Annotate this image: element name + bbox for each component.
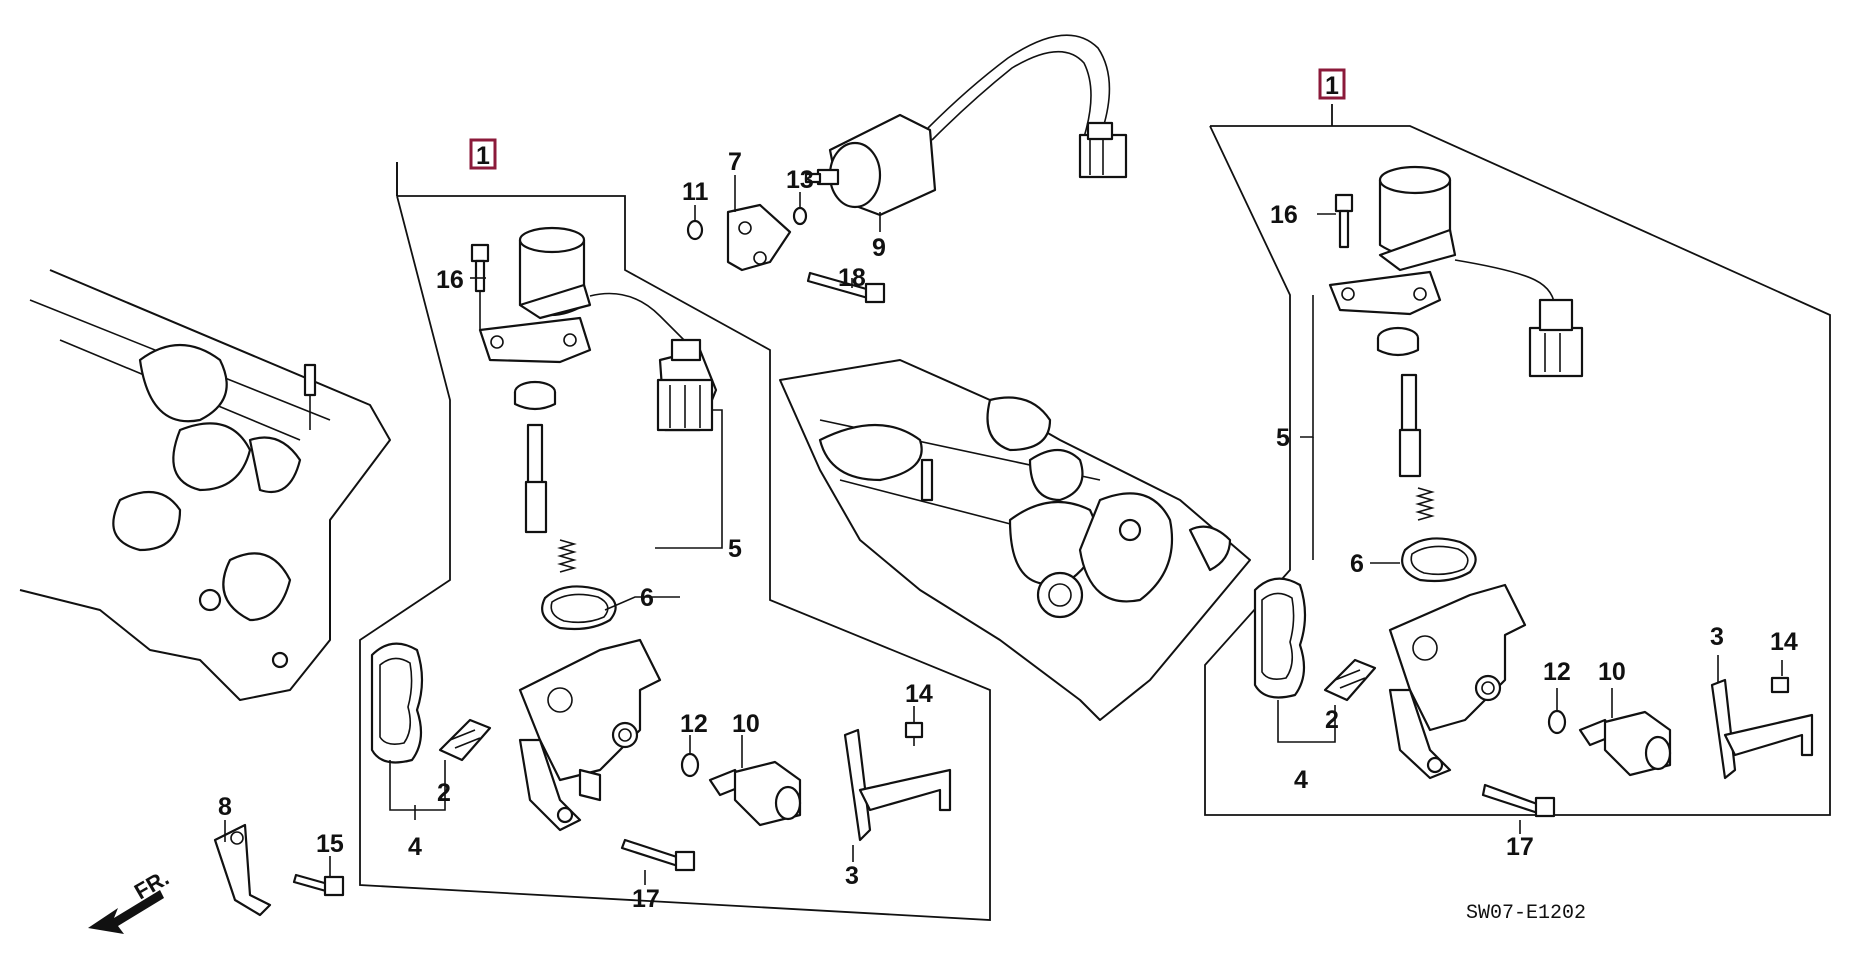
callout-8: 8: [218, 793, 232, 821]
speed-sensor-9: [804, 34, 1111, 217]
washer-12-left: [680, 752, 700, 778]
washer-11: [686, 219, 704, 241]
bolt-16-left: [470, 243, 490, 330]
callout-2-right: 2: [1325, 706, 1339, 734]
pressure-switch-10-right: [1578, 710, 1672, 777]
front-label: FR.: [130, 865, 173, 904]
callout-4-left: 4: [408, 833, 422, 861]
callout-6-left: 6: [640, 584, 654, 612]
o-ring-6-left: [541, 585, 617, 631]
washer-12-right: [1547, 709, 1567, 735]
kit-label-right: 1: [1325, 72, 1339, 100]
leader-lines: [224, 175, 1783, 885]
shift-solenoid-right: [1328, 165, 1556, 316]
transmission-case-center: [779, 359, 1251, 721]
callout-6-right: 6: [1350, 550, 1364, 578]
callout-11: 11: [682, 178, 709, 206]
kit-callout-right: 1: [1318, 68, 1346, 100]
solenoid-valve-body-left: [518, 638, 662, 832]
bolt-14-left: [904, 721, 924, 746]
callout-5-right: 5: [1276, 424, 1290, 452]
callout-15: 15: [316, 830, 344, 858]
filter-2-right: [1323, 658, 1377, 702]
callout-17-right: 17: [1506, 833, 1534, 861]
transmission-case-left: [19, 269, 391, 701]
plunger-cap-right: [1376, 326, 1420, 357]
washer-13: [792, 206, 808, 226]
bracket-3-left: [843, 728, 952, 842]
solenoid-valve-body-right: [1388, 583, 1527, 780]
kit-frame-right: [1204, 104, 1831, 816]
kit-callout-left: 1: [469, 138, 497, 170]
callout-12-right: 12: [1543, 658, 1571, 686]
bracket-3-right: [1710, 678, 1814, 780]
connector-9: [1078, 121, 1128, 179]
bolt-18: [806, 271, 886, 304]
callout-7: 7: [728, 148, 742, 176]
front-direction-arrow: FR.: [88, 865, 173, 934]
connector-left: [656, 378, 714, 432]
bolt-16-right: [1334, 193, 1354, 249]
bolt-14-right: [1770, 676, 1790, 694]
bolt-17-right: [1481, 783, 1556, 818]
callout-3-left: 3: [845, 862, 859, 890]
diagram-code: SW07-E1202: [1466, 902, 1586, 925]
callout-12-left: 12: [680, 710, 708, 738]
callout-17-left: 17: [632, 885, 660, 913]
kit-label-left: 1: [476, 142, 490, 170]
callout-10-right: 10: [1598, 658, 1626, 686]
callout-3-right: 3: [1710, 623, 1724, 651]
callout-5-left: 5: [728, 535, 742, 563]
kit-frame-left: [359, 162, 991, 921]
bracket-8: [213, 823, 272, 917]
callout-14-right: 14: [1770, 628, 1798, 656]
callout-18: 18: [838, 264, 866, 292]
callout-14-left: 14: [905, 680, 933, 708]
callout-4-right: 4: [1294, 766, 1308, 794]
callout-2-left: 2: [437, 779, 451, 807]
callout-16-right: 16: [1270, 201, 1298, 229]
pressure-switch-10-left: [708, 760, 802, 827]
bracket-7: [726, 203, 792, 272]
plunger-left: [524, 423, 548, 534]
callout-10-left: 10: [732, 710, 760, 738]
callout-16-left: 16: [436, 266, 464, 294]
bolt-17-left: [620, 838, 696, 872]
filter-2-left: [438, 718, 492, 762]
spring-left: [557, 539, 577, 573]
plunger-cap-left: [513, 380, 557, 411]
plunger-right: [1398, 373, 1422, 478]
spring-right: [1415, 487, 1435, 521]
gasket-4-right: [1253, 577, 1307, 699]
callout-9: 9: [872, 234, 886, 262]
connector-right: [1528, 298, 1584, 378]
gasket-4-left: [370, 642, 424, 764]
bolt-15: [292, 873, 345, 897]
callout-numbers: 16 5 6 2 4 12 10 14 3 17 8 15 11 7 13 9 …: [218, 148, 1798, 913]
callout-13: 13: [786, 166, 814, 194]
o-ring-6-right: [1401, 537, 1477, 583]
